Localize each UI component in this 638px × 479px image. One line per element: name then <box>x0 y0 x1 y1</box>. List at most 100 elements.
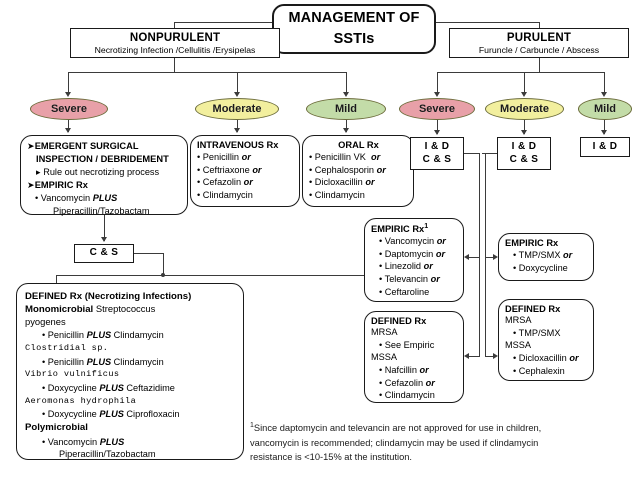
defined-severe-group-1: MRSA <box>371 327 398 337</box>
defined-necrotizing-organism-3: Vibrio vulnificus <box>25 369 120 380</box>
conn-cs-down <box>163 253 165 275</box>
conn-feed-left-stub <box>56 275 58 284</box>
severity-np-mild-label: Mild <box>335 103 357 115</box>
np-arrow-mild <box>343 92 349 97</box>
arrow-p-severe-box <box>434 130 440 135</box>
conn-bus-severe-to-empiric <box>468 257 479 259</box>
purulent-mild-id-line-1: I & D <box>592 140 618 152</box>
np-drop-mild <box>346 72 348 94</box>
np-severe-line-4: ➤EMPIRIC Rx <box>27 180 88 191</box>
p-drop-mild <box>604 72 606 94</box>
defined-necrotizing-rx-4: • Doxycycline PLUS Ciprofloxacin <box>42 409 180 420</box>
severity-p-moderate[interactable]: Moderate <box>485 98 564 120</box>
arrow-np-moderate-box <box>234 128 240 133</box>
defined-severe-group-1-item-0: • See Empiric <box>379 339 435 350</box>
purulent-moderate-ids-box: I & D C & S <box>497 137 551 170</box>
purulent-moderate-ids-line-2: C & S <box>509 153 539 165</box>
nonpurulent-box: NONPURULENT Necrotizing Infection /Cellu… <box>70 28 280 58</box>
chevron-icon: ➤ <box>27 141 35 151</box>
arrow-np-severe-box <box>65 128 71 133</box>
connector-title-horizontal <box>174 22 272 24</box>
defined-severe-group-2-item-1: • Cefazolin or <box>379 377 435 388</box>
arrow-into-defined-moderate <box>493 353 498 359</box>
np-severe-line-2: INSPECTION / DEBRIDEMENT <box>36 153 169 164</box>
severity-np-severe-label: Severe <box>50 103 88 115</box>
arrow-p-moderate-box <box>521 130 527 135</box>
conn-bus-moderate-to-defined <box>485 356 495 358</box>
conn-bus-severe-to-defined <box>468 356 479 358</box>
p-arrow-mild <box>601 92 607 97</box>
np-mild-title: ORAL Rx <box>338 140 379 150</box>
np-fan-bar <box>68 72 346 74</box>
bus-severe-vertical-lower <box>479 257 481 357</box>
arrow-cs <box>101 237 107 242</box>
np-arrow-severe <box>65 92 71 97</box>
purulent-subtitle: Furuncle / Carbuncle / Abscess <box>478 44 600 55</box>
purulent-severe-ids-line-2: C & S <box>422 153 452 165</box>
purulent-severe-ids-line-1: I & D <box>424 141 450 152</box>
np-severe-line-6: Piperacillin/Tazobactam <box>53 205 150 216</box>
severity-p-severe[interactable]: Severe <box>399 98 475 120</box>
footnote-marker: 1 <box>250 422 254 429</box>
title-line-2: SSTIs <box>333 31 375 47</box>
title-line-1: MANAGEMENT OF <box>288 9 420 26</box>
empiric-moderate-title: EMPIRIC Rx <box>505 238 559 248</box>
defined-necrotizing-mono-group: Monomicrobial Streptococcus <box>25 303 156 315</box>
empiric-severe-box: EMPIRIC Rx1 • Vancomycin or • Daptomycin… <box>364 218 464 302</box>
conn-np-severe-down <box>68 120 70 132</box>
footnote-line-3: resistance is <10-15% at the institution… <box>250 451 413 462</box>
defined-necrotizing-box: DEFINED Rx (Necrotizing Infections) Mono… <box>16 283 244 460</box>
severity-p-moderate-label: Moderate <box>500 103 549 115</box>
severity-np-mild[interactable]: Mild <box>306 98 386 120</box>
conn-p-severe-down <box>437 120 439 134</box>
np-mild-item-1: • Cephalosporin or <box>309 164 386 175</box>
purulent-box: PURULENT Furuncle / Carbuncle / Abscess <box>449 28 629 58</box>
conn-bus-moderate-to-empiric <box>485 257 495 259</box>
severity-np-severe[interactable]: Severe <box>30 98 108 120</box>
arrow-into-empiric-severe <box>464 254 469 260</box>
defined-necrotizing-rx-2: • Penicillin PLUS Clindamycin <box>42 356 164 367</box>
conn-cs-right <box>134 253 164 255</box>
arrow-into-defined-severe <box>464 353 469 359</box>
nonpurulent-subtitle: Necrotizing Infection /Cellulitis /Erysi… <box>94 44 256 55</box>
conn-sev-ids-right <box>464 153 480 155</box>
defined-severe-group-2-item-2: • Clindamycin <box>379 390 435 401</box>
np-severe-line-3: ▸ Rule out necrotizing process <box>36 166 160 177</box>
severity-p-mild-label: Mild <box>594 103 616 115</box>
conn-np-mild-down <box>346 120 348 132</box>
conn-p-moderate-down <box>524 120 526 134</box>
np-severe-line-1: ➤EMERGENT SURGICAL <box>27 141 139 151</box>
bus-severe-vertical <box>479 153 481 258</box>
defined-severe-box: DEFINED Rx MRSA • See Empiric MSSA • Naf… <box>364 311 464 403</box>
defined-moderate-group-1: MRSA <box>505 315 532 325</box>
np-arrow-moderate <box>234 92 240 97</box>
arrow-into-empiric-moderate <box>493 254 498 260</box>
defined-necrotizing-title: DEFINED Rx (Necrotizing Infections) <box>25 291 192 302</box>
p-drop-severe <box>437 72 439 94</box>
severity-np-moderate[interactable]: Moderate <box>195 98 279 120</box>
np-mild-item-3: • Clindamycin <box>309 190 365 201</box>
junction-dot-cs <box>161 273 165 277</box>
empiric-severe-item-1: • Daptomycin or <box>379 248 446 259</box>
defined-necrotizing-poly-rx-1: • Vancomycin PLUS <box>42 436 125 447</box>
np-mild-item-0: • Penicillin VK or <box>309 152 381 162</box>
connector-title-horizontal-right <box>436 22 540 24</box>
severity-p-mild[interactable]: Mild <box>578 98 632 120</box>
conn-np-severe-to-cs <box>104 215 106 241</box>
empiric-severe-item-2: • Linezolid or <box>379 261 433 272</box>
np-severe-line-5: • Vancomycin PLUS <box>35 193 118 204</box>
np-moderate-item-2: • Cefazolin or <box>197 177 253 188</box>
cs-box: C & S <box>74 244 134 263</box>
defined-necrotizing-organism-1b: pyogenes <box>25 316 66 328</box>
np-stem <box>174 58 176 72</box>
p-arrow-severe <box>434 92 440 97</box>
defined-necrotizing-organism-2: Clostridial sp. <box>25 342 109 353</box>
cs-label: C & S <box>89 247 119 259</box>
empiric-moderate-item-0: • TMP/SMX or <box>513 250 573 260</box>
empiric-severe-title: EMPIRIC Rx1 <box>371 223 429 235</box>
connector-title-to-nonpurulent <box>174 22 176 28</box>
defined-severe-group-2: MSSA <box>371 352 398 363</box>
np-mild-treatment-box: ORAL Rx • Penicillin VK or • Cephalospor… <box>302 135 414 207</box>
np-drop-severe <box>68 72 70 94</box>
